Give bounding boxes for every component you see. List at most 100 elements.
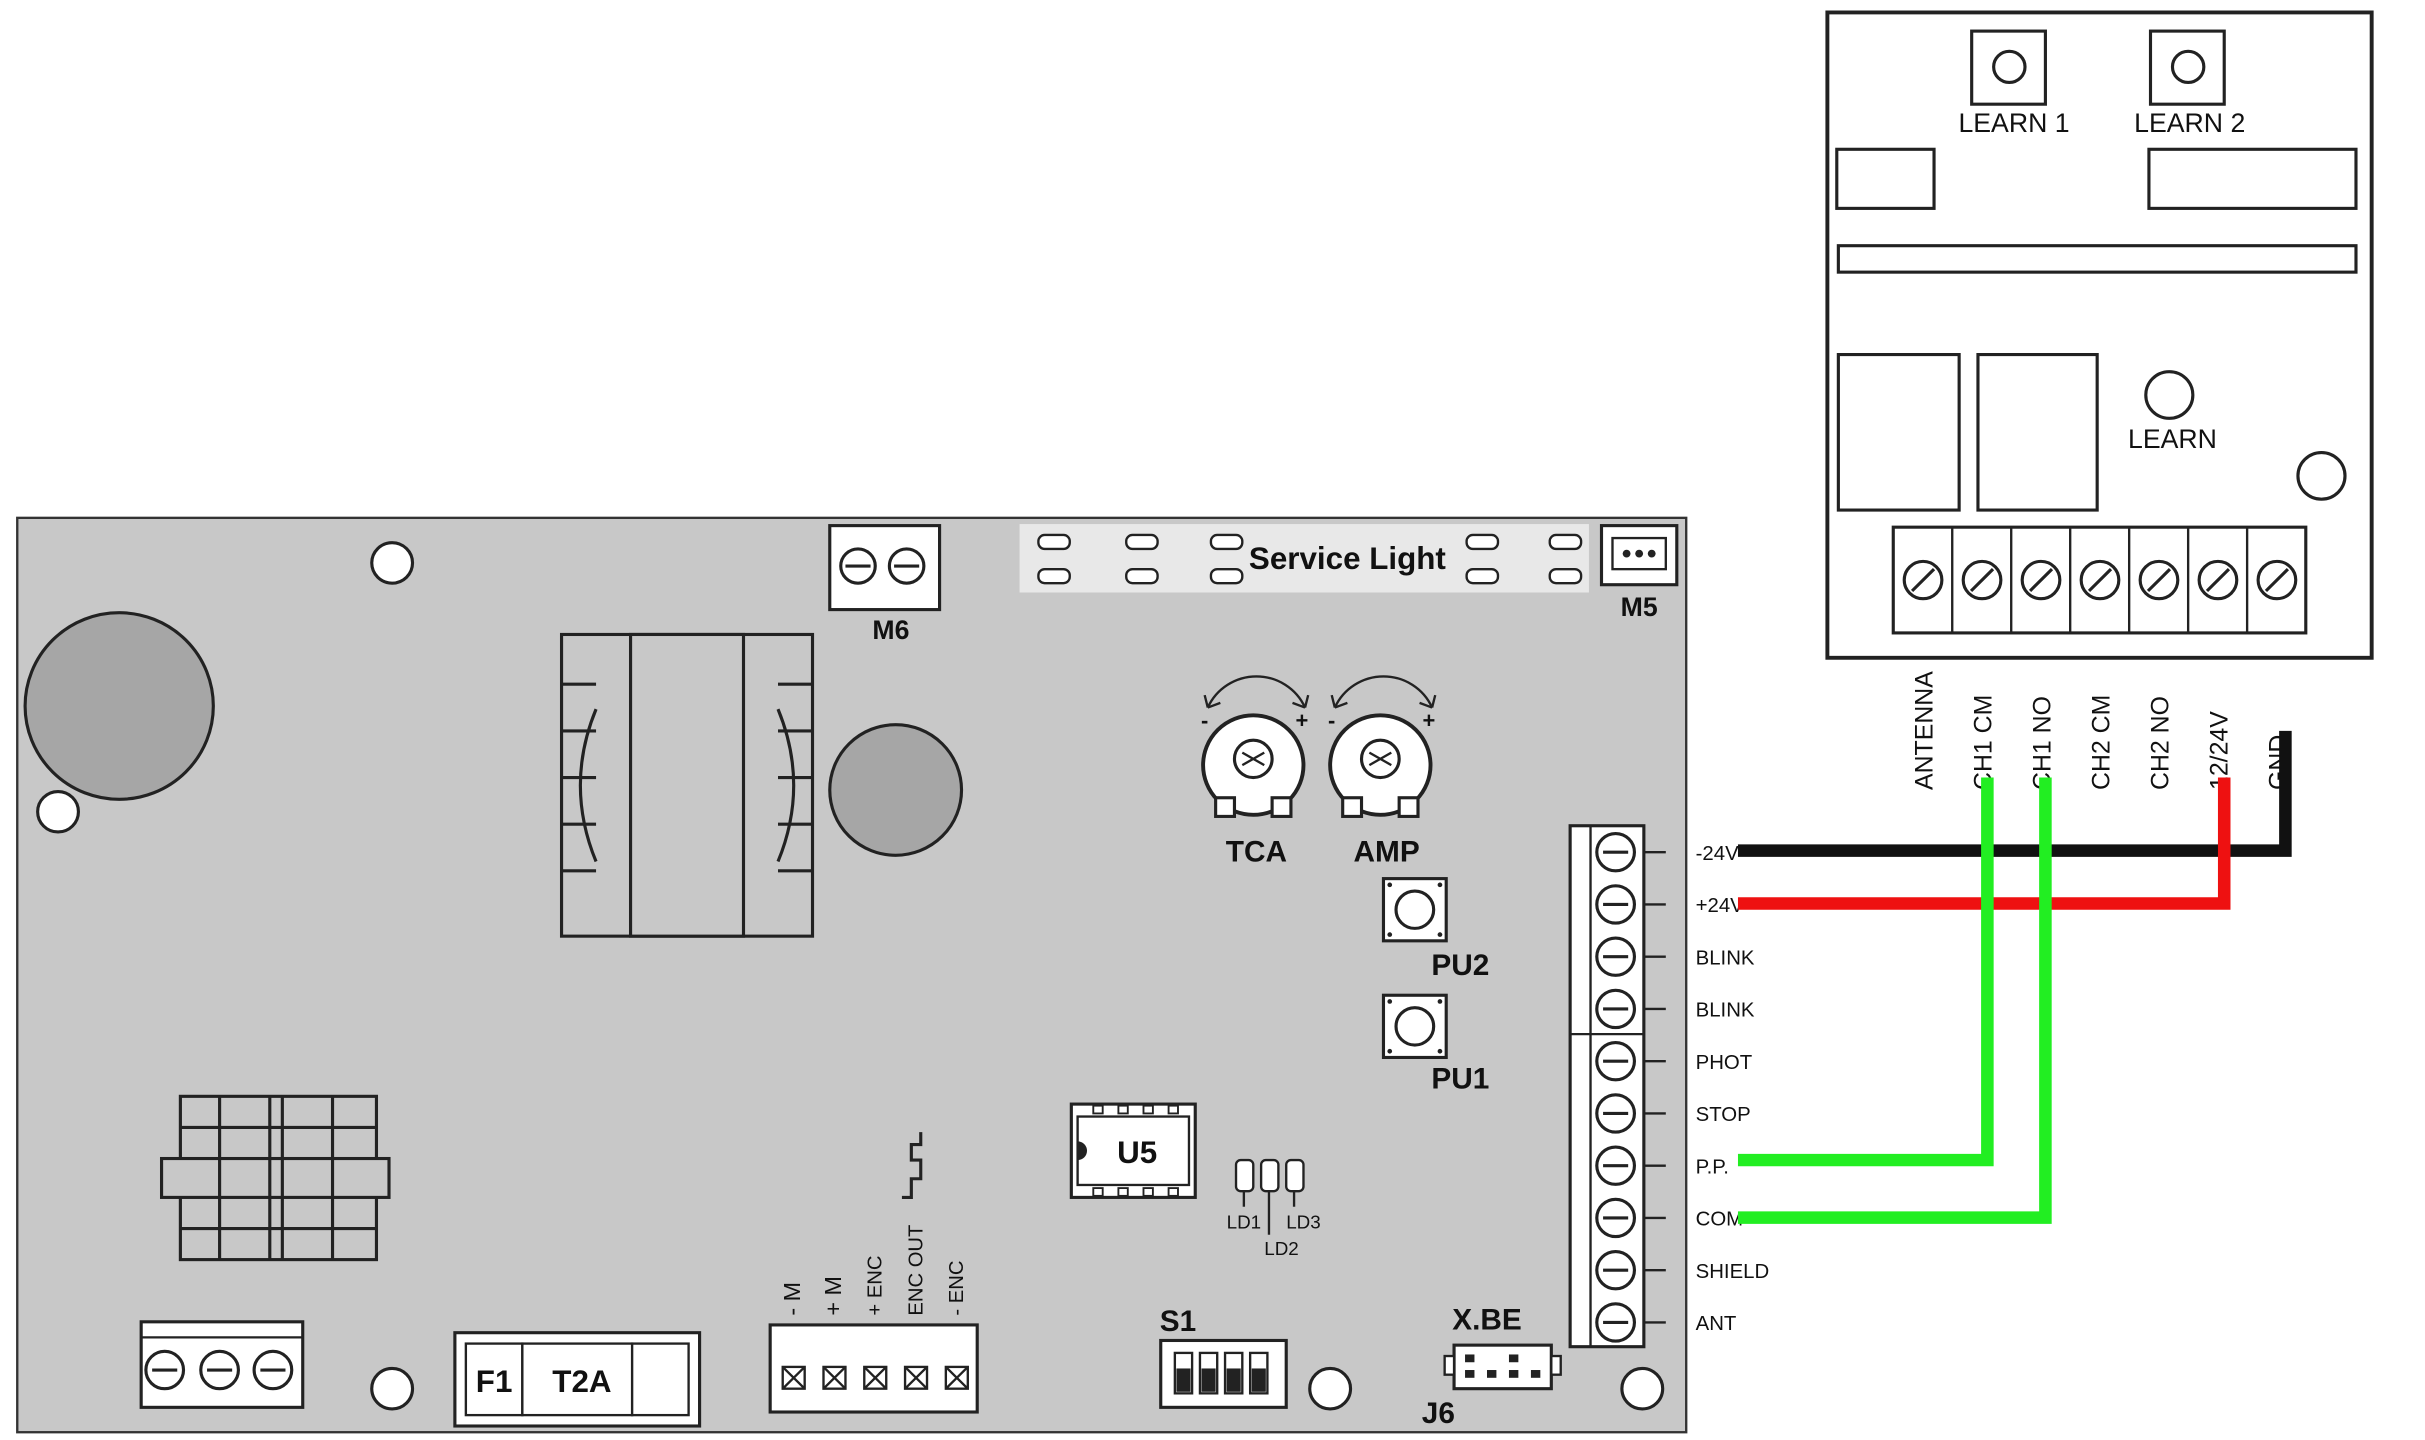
filter-choke <box>159 1094 391 1262</box>
capacitor-small <box>828 723 964 857</box>
wire-green <box>1737 777 1994 1167</box>
terminal-label: BLINK <box>1696 948 1755 970</box>
encoder-terminal-block <box>768 1323 979 1414</box>
learn-led <box>2144 370 2195 420</box>
terminal-label: BLINK <box>1696 1000 1755 1022</box>
fuse-holder <box>453 1331 702 1428</box>
receiver-mounting-hole <box>2296 450 2347 501</box>
learn1-label: LEARN 1 <box>1958 108 2069 138</box>
terminal-screw[interactable] <box>1595 1093 1637 1134</box>
receiver-terminal-label: CH2 CM <box>2087 695 2115 790</box>
transformer <box>559 632 815 938</box>
t2a-label: T2A <box>552 1364 611 1399</box>
receiver-terminal-label: 12/24V <box>2205 711 2233 790</box>
terminal-screw[interactable] <box>1595 1302 1637 1343</box>
receiver-terminal-label: CH1 CM <box>1969 695 1997 790</box>
terminal-screw[interactable] <box>1595 884 1637 925</box>
receiver-terminal-screw[interactable] <box>2010 527 2062 633</box>
radio-receiver: LEARN 1 LEARN 2 LEARN <box>1825 10 2374 660</box>
terminal-label: PHOT <box>1696 1052 1753 1074</box>
learn2-label: LEARN 2 <box>2134 108 2245 138</box>
service-light-strip <box>1019 524 1589 593</box>
j6-label: J6 <box>1422 1397 1455 1430</box>
terminal-screw[interactable] <box>1595 1197 1637 1239</box>
terminal-label: STOP <box>1696 1104 1751 1126</box>
pu1-button[interactable] <box>1381 993 1448 1060</box>
terminal-label: COM <box>1696 1209 1744 1231</box>
enc-pin-label: + M <box>820 1276 846 1316</box>
relay <box>1976 353 2099 512</box>
receiver-component <box>2147 147 2358 210</box>
receiver-terminal-label: CH1 NO <box>2028 696 2056 790</box>
control-board: M6 Service Light M5 <box>16 516 1688 1434</box>
amp-trimmer <box>1328 675 1437 818</box>
wire-red <box>1737 777 2231 910</box>
wire-black <box>1737 730 2292 857</box>
receiver-terminal-screw[interactable] <box>1902 559 1944 601</box>
learn1-button[interactable] <box>1970 29 2047 106</box>
m6-label: M6 <box>872 615 909 645</box>
pu1-label: PU1 <box>1431 1063 1489 1096</box>
learn2-button[interactable] <box>2148 29 2226 106</box>
s1-dip-switch[interactable] <box>1159 1338 1288 1409</box>
m5-label: M5 <box>1621 592 1658 622</box>
amp-plus: + <box>1423 708 1436 733</box>
tca-minus: - <box>1201 708 1208 733</box>
mounting-hole <box>370 1366 415 1411</box>
tca-trimmer <box>1201 675 1310 818</box>
u5-label: U5 <box>1117 1135 1157 1170</box>
terminal-label: +24V <box>1696 895 1745 917</box>
tca-plus: + <box>1295 708 1308 733</box>
wire-green <box>1737 777 2052 1224</box>
terminal-label: ANT <box>1696 1313 1737 1335</box>
terminal-screw[interactable] <box>1595 1040 1637 1082</box>
main-terminal-strip <box>1568 824 1666 1349</box>
service-light-label: Service Light <box>1249 541 1446 576</box>
board-outline <box>16 516 1688 1434</box>
enc-pin-label: ENC OUT <box>905 1225 927 1316</box>
terminal-screw[interactable] <box>1595 988 1637 1030</box>
terminal-screw[interactable] <box>1595 831 1637 873</box>
relay <box>1836 353 1961 512</box>
mains-terminal-block <box>139 1320 305 1409</box>
learn-label: LEARN <box>2128 424 2217 454</box>
enc-pin-label: - ENC <box>946 1261 968 1316</box>
terminal-label: -24V <box>1696 843 1740 865</box>
receiver-terminal-screw[interactable] <box>2245 527 2298 633</box>
ld1-label: LD1 <box>1227 1212 1262 1233</box>
mounting-hole <box>1308 1366 1353 1411</box>
terminal-label: SHIELD <box>1696 1261 1770 1283</box>
receiver-component <box>1836 244 2358 274</box>
s1-label: S1 <box>1160 1305 1196 1338</box>
tca-label: TCA <box>1226 836 1287 869</box>
status-leds <box>1234 1158 1305 1235</box>
ld3-label: LD3 <box>1286 1212 1321 1233</box>
enc-pin-label: - M <box>779 1282 805 1316</box>
f1-label: F1 <box>476 1364 513 1399</box>
receiver-terminal-screw[interactable] <box>1951 527 2003 633</box>
receiver-component <box>1835 147 1936 210</box>
receiver-terminal-screw[interactable] <box>2186 527 2239 633</box>
terminal-screw[interactable] <box>1595 1249 1637 1291</box>
terminal-screw[interactable] <box>1595 1145 1637 1186</box>
terminal-label: P.P. <box>1696 1157 1729 1179</box>
terminal-screw[interactable] <box>1595 936 1637 977</box>
xbe-connector <box>1443 1343 1562 1391</box>
wires <box>1737 730 2292 1224</box>
amp-label: AMP <box>1354 836 1420 869</box>
mounting-hole <box>370 541 415 585</box>
mounting-hole <box>1620 1366 1665 1411</box>
u5-chip <box>1069 1102 1197 1199</box>
m5-connector <box>1599 524 1679 587</box>
amp-minus: - <box>1328 708 1335 733</box>
pu2-button[interactable] <box>1381 877 1448 943</box>
xbe-label: X.BE <box>1452 1304 1522 1337</box>
enc-pin-label: + ENC <box>864 1255 886 1315</box>
receiver-terminal-label: CH2 NO <box>2146 696 2174 790</box>
receiver-terminal-screw[interactable] <box>2127 527 2180 633</box>
receiver-terminal-screw[interactable] <box>2069 527 2121 633</box>
capacitor-large <box>23 611 215 801</box>
mounting-hole <box>36 789 80 834</box>
pu2-label: PU2 <box>1431 949 1489 982</box>
